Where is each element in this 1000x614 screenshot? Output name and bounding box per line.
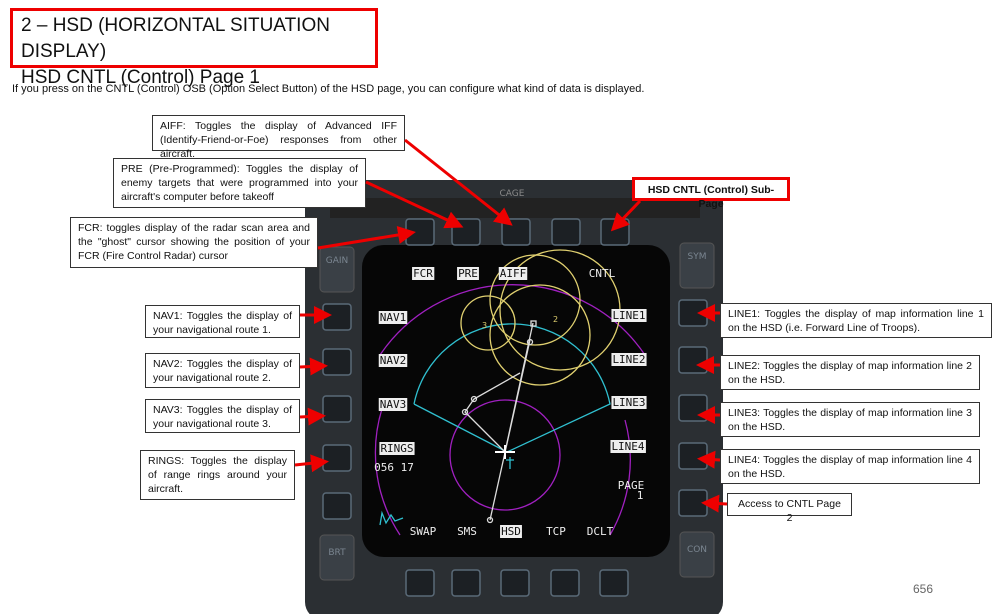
osb-right-3-button[interactable] — [678, 394, 708, 422]
mfd-label-mfd-left-1: NAV2 — [380, 354, 407, 367]
section-subtitle: HSD CNTL (Control) Page 1 — [21, 67, 260, 88]
label-highlight — [611, 309, 647, 322]
mfd-label-mfd-right-3: LINE4 — [611, 440, 644, 453]
svg-text:2: 2 — [553, 315, 558, 324]
label-highlight — [378, 398, 408, 411]
label-highlight — [378, 354, 408, 367]
svg-text:BRT: BRT — [328, 548, 346, 558]
callout-nav3: NAV3: Toggles the display of your naviga… — [145, 399, 300, 433]
callout-page2: Access to CNTL Page 2 — [727, 493, 852, 524]
osb-bottom-4-button[interactable] — [550, 569, 580, 597]
range-ring-inner — [449, 399, 561, 511]
osb-right-4-button[interactable] — [678, 442, 708, 470]
callout-line4: LINE4: Toggles the display of map inform… — [720, 449, 980, 484]
osb-top-1-button[interactable] — [405, 218, 435, 246]
svg-text:3: 3 — [482, 321, 487, 330]
mfd-label-mfd-top-2: AIFF — [500, 267, 527, 280]
osb-top-5-button[interactable] — [600, 218, 630, 246]
gain-rocker — [319, 246, 355, 293]
mfd-label-mfd-right-1: LINE2 — [612, 353, 645, 366]
fcr-scan-area — [413, 323, 611, 453]
callout-rings: RINGS: Toggles the display of range ring… — [140, 450, 295, 500]
mfd-label-mfd-top-0: FCR — [413, 267, 433, 280]
osb-top-3-button[interactable] — [501, 218, 531, 246]
callout-pre: PRE (Pre-Programmed): Toggles the displa… — [113, 158, 366, 208]
callout-nav2: NAV2: Toggles the display of your naviga… — [145, 353, 300, 388]
osb-left-5-button[interactable] — [322, 492, 352, 520]
section-title: 2 – HSD (HORIZONTAL SITUATION DISPLAY) — [21, 15, 330, 62]
label-highlight — [498, 267, 528, 280]
section-title-box: 2 – HSD (HORIZONTAL SITUATION DISPLAY) H… — [10, 8, 378, 88]
callout-aiff: AIFF: Toggles the display of Advanced IF… — [152, 115, 405, 160]
label-highlight — [457, 267, 479, 280]
label-highlight — [379, 442, 415, 455]
osb-left-1-button[interactable] — [322, 303, 352, 331]
sym-rocker — [679, 242, 715, 289]
mfd-label-mfd-bottom-0: SWAP — [410, 525, 437, 538]
wind-icon — [379, 510, 404, 526]
cage-label: CAGE — [500, 189, 525, 199]
label-highlight — [611, 353, 647, 366]
osb-top-2-button[interactable] — [451, 218, 481, 246]
callout-fcr: FCR: toggles display of the radar scan a… — [70, 217, 318, 268]
osb-bottom-3-button[interactable] — [500, 569, 530, 597]
mfd-label-mfd-left-0: NAV1 — [380, 311, 407, 324]
mfd-label-mfd-bottom-2: HSD — [501, 525, 521, 538]
osb-left-3-button[interactable] — [322, 395, 352, 423]
label-highlight — [610, 440, 646, 453]
osb-top-4-button[interactable] — [551, 218, 581, 246]
osb-left-4-button[interactable] — [322, 444, 352, 472]
svg-text:SYM: SYM — [688, 252, 707, 262]
mfd-label-mfd-top-3: CNTL — [589, 267, 616, 280]
callout-subpage: HSD CNTL (Control) Sub-Page — [632, 177, 790, 210]
mfd-label-mfd-bottom-3: TCP — [546, 525, 566, 538]
intro-text: If you press on the CNTL (Control) OSB (… — [12, 83, 645, 95]
mfd-label-mfd-left-3: RINGS — [380, 442, 413, 455]
con-rocker — [679, 531, 715, 578]
threat-ring-3 — [460, 295, 516, 351]
callout-line2: LINE2: Toggles the display of map inform… — [720, 355, 980, 390]
threat-ring-2 — [489, 284, 591, 386]
mfd-label-mfd-page_num: 1 — [637, 489, 644, 502]
mfd-label-mfd-right-2: LINE3 — [612, 396, 645, 409]
mfd-label-mfd-bottom-1: SMS — [457, 525, 477, 538]
osb-left-2-button[interactable] — [322, 348, 352, 376]
label-highlight — [500, 525, 522, 538]
osb-right-2-button[interactable] — [678, 346, 708, 374]
brt-rocker — [319, 534, 355, 581]
ownship-icon — [495, 445, 515, 459]
callout-line3: LINE3: Toggles the display of map inform… — [720, 402, 980, 437]
bullseye-icon — [506, 457, 514, 469]
osb-bottom-5-button[interactable] — [599, 569, 629, 597]
page-number: 656 — [913, 582, 934, 596]
label-highlight — [412, 267, 435, 280]
svg-text:GAIN: GAIN — [326, 256, 349, 266]
osb-right-1-button[interactable] — [678, 299, 708, 327]
mfd-label-mfd-page: PAGE — [618, 479, 645, 492]
label-highlight — [378, 311, 408, 324]
osb-bottom-1-button[interactable] — [405, 569, 435, 597]
svg-text:CON: CON — [687, 545, 707, 555]
mfd-label-mfd-readout: 056 17 — [374, 461, 414, 474]
mfd-label-mfd-right-0: LINE1 — [612, 309, 645, 322]
label-highlight — [611, 396, 647, 409]
callout-line1: LINE1: Toggles the display of map inform… — [720, 303, 992, 338]
mfd-label-mfd-top-1: PRE — [458, 267, 478, 280]
osb-right-5-button[interactable] — [678, 489, 708, 517]
mfd-label-mfd-bottom-4: DCLT — [587, 525, 614, 538]
osb-bottom-2-button[interactable] — [451, 569, 481, 597]
mfd-label-mfd-left-2: NAV3 — [380, 398, 407, 411]
callout-nav1: NAV1: Toggles the display of your naviga… — [145, 305, 300, 338]
